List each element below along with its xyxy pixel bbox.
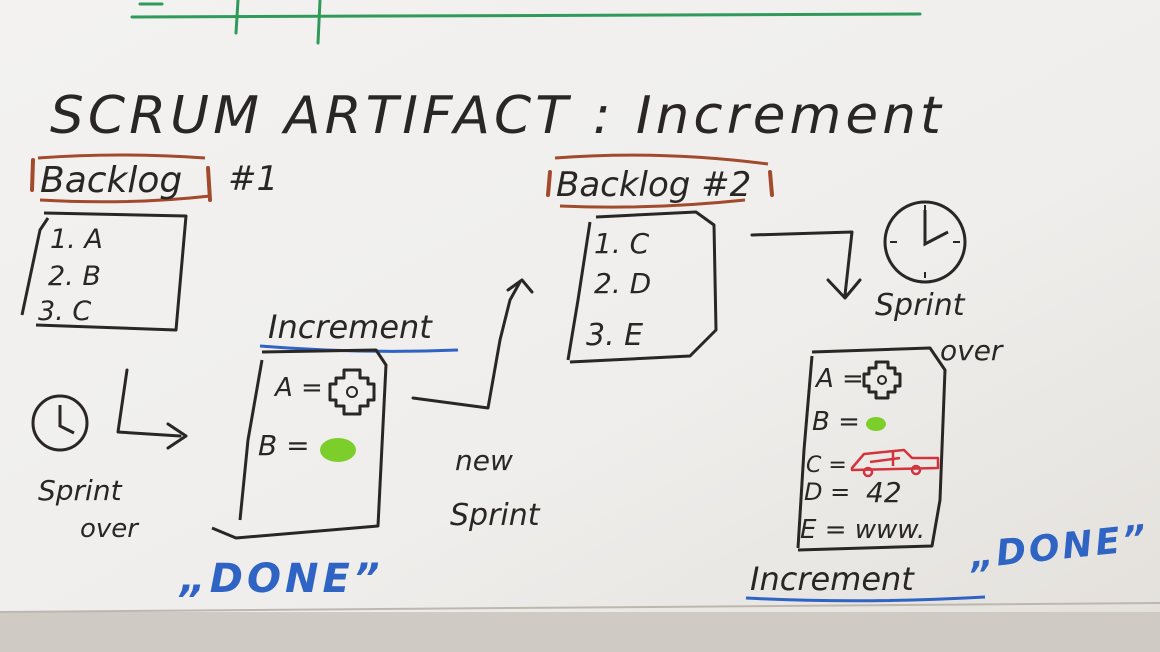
paper-edge — [0, 602, 1160, 613]
increment2-row-b: B = — [812, 407, 860, 437]
backlog2-box — [566, 210, 718, 364]
backlog1-item: 2. B — [48, 261, 101, 292]
sprint-over-left-line2: over — [80, 514, 140, 544]
green-dot-icon — [320, 438, 356, 462]
new-sprint-line2: Sprint — [450, 498, 541, 533]
sprint-over-left: Sprint over — [38, 474, 140, 544]
increment2-row-c: C = — [806, 453, 847, 478]
increment2-row-d: D = — [804, 478, 850, 506]
sprint-over-right-line2: over — [940, 334, 1004, 367]
increment2-label: Increment — [750, 560, 915, 598]
backlog2-label-group: Backlog #2 — [546, 153, 774, 209]
increment1-box — [211, 348, 388, 540]
increment2-box — [796, 346, 947, 552]
increment2-underline — [745, 595, 986, 603]
increment1-row-a: A = — [273, 373, 323, 403]
increment2-row-e: E = www. — [800, 515, 925, 545]
backlog1-item: 3. C — [38, 296, 91, 327]
arrow-icon — [116, 368, 188, 450]
sprint-over-right-line1: Sprint — [875, 288, 966, 323]
clock-icon — [883, 200, 967, 284]
backlog1-item: 1. A — [50, 224, 103, 255]
backlog1-box — [20, 211, 188, 332]
backlog1-label: Backlog — [40, 160, 182, 201]
increment1-done: „DONE” — [178, 556, 384, 602]
increment1-row-b: B = — [258, 429, 310, 462]
backlog2-item: 1. C — [594, 227, 650, 260]
backlog1-label-group: Backlog #1 — [30, 153, 278, 204]
increment1-label: Increment — [268, 308, 433, 346]
backlog1-number: #1 — [228, 159, 278, 199]
arrow-icon — [750, 230, 862, 300]
backlog1-list: 1. A 2. B 3. C — [38, 224, 103, 327]
increment2-row-a: A = — [814, 364, 864, 394]
green-grid-remnant — [130, 0, 922, 45]
backlog2-item: 3. E — [586, 318, 643, 353]
wall-strip — [0, 612, 1160, 652]
sprint-over-left-line1: Sprint — [38, 474, 123, 507]
new-sprint: new Sprint — [450, 444, 541, 533]
clock-icon — [31, 394, 89, 452]
increment2-d-value: 42 — [866, 476, 902, 509]
backlog2-list: 1. C 2. D 3. E — [586, 227, 651, 353]
backlog2-item: 2. D — [594, 267, 651, 300]
gear-icon — [328, 368, 376, 416]
new-sprint-line1: new — [455, 444, 513, 477]
gear-icon — [862, 360, 902, 400]
paper-sheet — [0, 0, 1160, 615]
green-dot-icon — [866, 417, 886, 431]
car-icon — [850, 448, 940, 478]
sprint-over-right: Sprint over — [875, 288, 1004, 367]
arrow-icon — [411, 278, 534, 410]
title: SCRUM ARTIFACT : Increment — [50, 86, 945, 146]
backlog2-label: Backlog #2 — [556, 165, 751, 205]
